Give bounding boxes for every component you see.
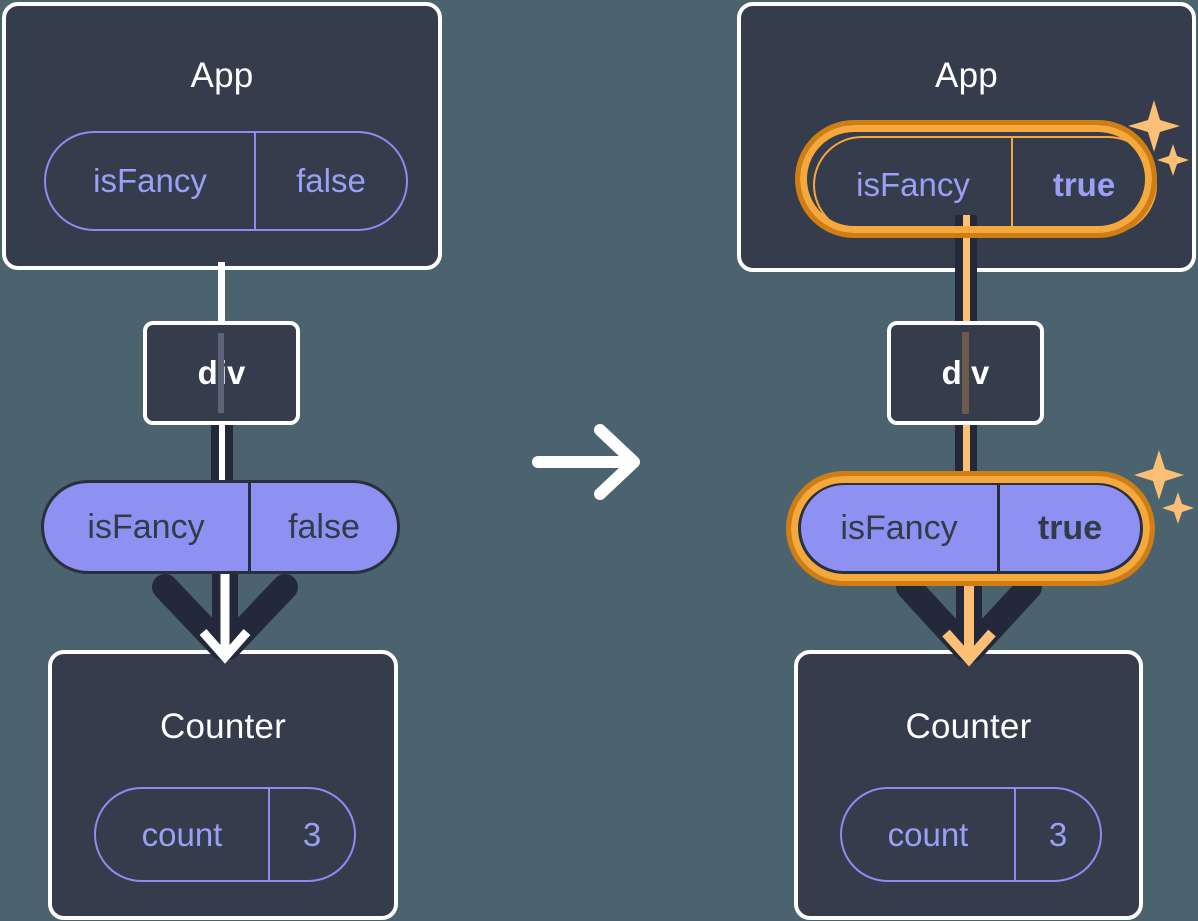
wire-through-div-before: [218, 333, 224, 413]
wire-div-to-props-core-after: [963, 423, 970, 485]
props-value-before: false: [248, 483, 397, 571]
wire-div-to-props-core-before: [219, 423, 225, 485]
props-pill-after: isFancy true: [798, 482, 1143, 574]
app-state-pill-before: isFancy false: [44, 131, 408, 231]
wire-app-to-div-core-after: [963, 215, 970, 327]
props-fork-arrow-before: [152, 567, 298, 664]
app-state-key-before: isFancy: [93, 162, 207, 199]
counter-state-pill-after: count 3: [840, 787, 1102, 882]
props-fork-arrow-after: [896, 567, 1042, 667]
counter-state-value-after: 3: [1014, 789, 1100, 880]
app-title-after: App: [935, 56, 998, 95]
props-value-after: true: [997, 485, 1140, 571]
counter-panel-before: Counter count 3: [48, 650, 398, 920]
counter-state-key-before: count: [141, 815, 223, 853]
sparkles-icon-app-after: [1128, 100, 1189, 176]
wire-app-to-div-dark-right-after: [968, 215, 977, 327]
counter-state-pill-before: count 3: [94, 787, 356, 882]
app-state-value-after: true: [1011, 138, 1155, 232]
app-state-pill-after: isFancy true: [813, 136, 1157, 234]
wire-div-to-props-dark-right-before: [224, 423, 233, 485]
app-panel-before: App isFancy false: [2, 2, 442, 270]
counter-state-value-before: 3: [268, 789, 354, 880]
props-pill-before: isFancy false: [41, 480, 400, 574]
wire-through-div-after: [962, 332, 969, 414]
transition-arrow-icon: [532, 424, 640, 500]
wire-div-to-props-dark-left-before: [211, 423, 220, 485]
wire-app-to-div-before: [218, 262, 225, 322]
app-state-value-before: false: [254, 133, 406, 229]
sparkles-icon-props-after: [1134, 450, 1194, 524]
counter-panel-after: Counter count 3: [794, 650, 1143, 920]
app-state-key-after: isFancy: [856, 166, 970, 203]
wire-div-to-props-dark-right-after: [968, 423, 977, 485]
props-key-before: isFancy: [87, 507, 205, 546]
wire-div-to-props-dark-left-after: [955, 423, 964, 485]
wire-app-to-div-dark-left-after: [955, 215, 964, 327]
counter-state-key-after: count: [887, 815, 969, 853]
app-title-before: App: [190, 56, 254, 95]
props-key-after: isFancy: [840, 508, 958, 547]
counter-title-before: Counter: [160, 707, 286, 746]
counter-title-after: Counter: [905, 707, 1032, 746]
